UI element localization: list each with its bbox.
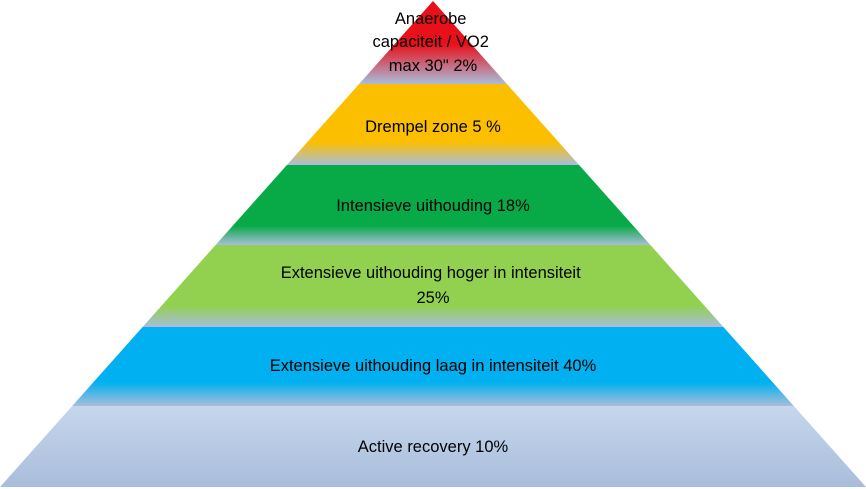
layer-label-drempel-zone: Drempel zone 5 % [365, 118, 501, 136]
layer-shape-extensieve-uithouding-hoger [142, 245, 724, 327]
layer-shape-intensieve-uithouding [215, 165, 651, 245]
label-line: max 30" 2% [389, 57, 478, 75]
layer-label-intensieve-uithouding: Intensieve uithouding 18% [336, 197, 530, 215]
layer-extensieve-uithouding-hoger: Extensieve uithouding hoger in intensite… [142, 245, 724, 327]
layer-shape-anaerobe-capaciteit [359, 1, 507, 84]
label-line: Drempel zone 5 % [365, 118, 501, 136]
layer-intensieve-uithouding: Intensieve uithouding 18% [215, 165, 651, 245]
layer-label-extensieve-uithouding-laag: Extensieve uithouding laag in intensitei… [270, 357, 597, 375]
label-line: Active recovery 10% [358, 438, 509, 456]
label-line: Extensieve uithouding laag in intensitei… [270, 357, 597, 375]
layer-label-anaerobe-capaciteit: Anaerobe capaciteit / VO2 max 30" 2% [372, 10, 493, 75]
layer-active-recovery: Active recovery 10% [0, 406, 866, 487]
layer-drempel-zone: Drempel zone 5 % [286, 84, 580, 165]
label-line: Intensieve uithouding 18% [336, 197, 530, 215]
layer-shape-drempel-zone [286, 84, 580, 165]
layer-label-active-recovery: Active recovery 10% [358, 438, 509, 456]
layer-shape-active-recovery [0, 406, 866, 487]
label-line: 25% [416, 289, 449, 307]
label-line: Extensieve uithouding hoger in intensite… [281, 264, 581, 282]
label-line: capaciteit / VO2 [372, 33, 488, 51]
layer-extensieve-uithouding-laag: Extensieve uithouding laag in intensitei… [72, 327, 794, 406]
label-line: Anaerobe [395, 10, 467, 28]
layer-anaerobe-capaciteit: Anaerobe capaciteit / VO2 max 30" 2% [359, 1, 507, 84]
layer-shape-extensieve-uithouding-laag [72, 327, 794, 406]
layer-label-extensieve-uithouding-hoger: Extensieve uithouding hoger in intensite… [281, 264, 586, 307]
